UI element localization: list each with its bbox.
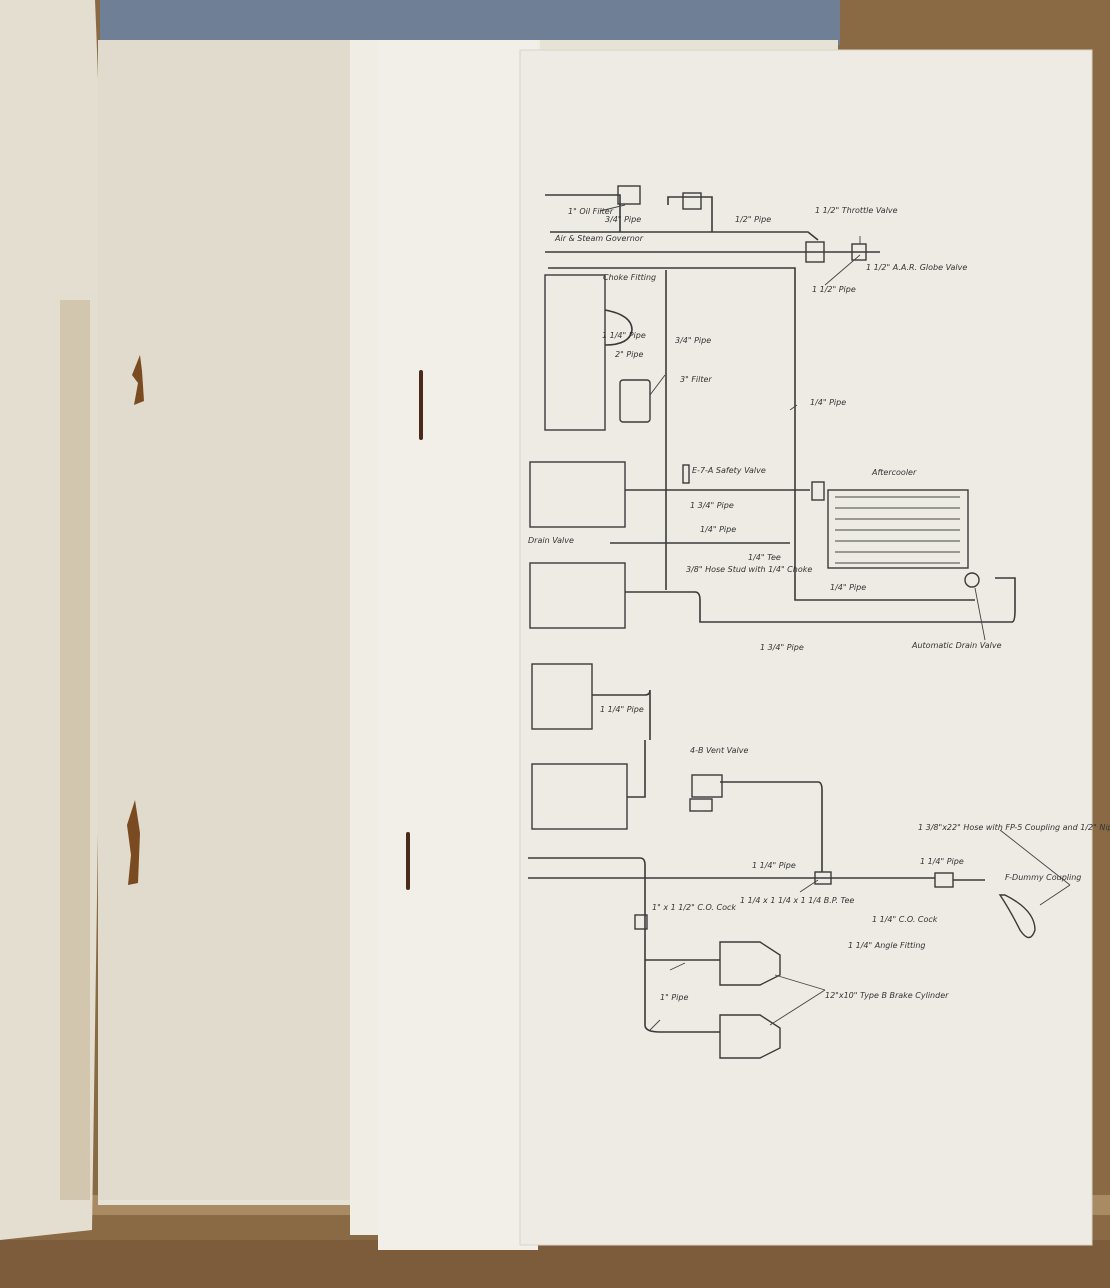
label-pipe: 3/4" Pipe <box>675 336 711 345</box>
automatic-drain-valve-icon <box>964 572 980 588</box>
label-pipe: 1" Pipe <box>660 993 688 1002</box>
aftercooler-inlet <box>811 481 825 501</box>
piping-diagram: 1" Oil Filter 3/4" Pipe 1/2" Pipe 1 1/2"… <box>528 185 1110 1059</box>
label-angle-fitting: 1 1/4" Angle Fitting <box>848 941 926 950</box>
staple-top <box>419 370 423 440</box>
label-automatic-drain-valve: Automatic Drain Valve <box>911 641 1002 650</box>
oil-filter-body <box>617 185 641 205</box>
label-pipe: 1 1/4" Pipe <box>920 857 964 866</box>
label-aftercooler: Aftercooler <box>871 468 917 477</box>
vent-valve-icon <box>691 774 723 798</box>
brake-cylinder-1 <box>719 941 781 986</box>
vent-valve-base <box>689 798 713 812</box>
bottom-wood-edge <box>0 1240 1110 1288</box>
main-reservoir-1 <box>529 461 626 528</box>
label-cut-out-cock: 1 1/4" C.O. Cock <box>872 915 938 924</box>
rust-stain-bottom <box>127 800 140 885</box>
label-bp-tee: 1 1/4 x 1 1/4 x 1 1/4 B.P. Tee <box>740 896 854 905</box>
label-tee: 1/4" Tee <box>748 553 781 562</box>
main-reservoir-2 <box>529 562 626 629</box>
rust-stain-top <box>132 355 144 405</box>
bp-tee-icon <box>814 871 832 885</box>
blue-cover-edge <box>100 0 840 45</box>
label-governor: Air & Steam Governor <box>554 234 644 243</box>
label-hose: 1 3/8"x22" Hose with FP-5 Coupling and 1… <box>918 823 1110 832</box>
label-cut-out-cock: 1" x 1 1/2" C.O. Cock <box>652 903 736 912</box>
label-filter: 3" Filter <box>680 375 712 384</box>
label-safety-valve: E-7-A Safety Valve <box>692 466 766 475</box>
label-vent-valve: 4-B Vent Valve <box>690 746 749 755</box>
small-cut-out-cock-icon <box>634 914 648 930</box>
label-pipe: 1 3/4" Pipe <box>690 501 734 510</box>
label-pipe: 1/4" Pipe <box>700 525 736 534</box>
label-globe-valve: 1 1/2" A.A.R. Globe Valve <box>866 263 967 272</box>
binding-flap <box>98 40 358 1200</box>
safety-valve-icon <box>682 464 690 484</box>
label-pipe: 1/4" Pipe <box>810 398 846 407</box>
leader-lines <box>599 204 1071 1031</box>
label-pipe: 1 1/4" Pipe <box>600 705 644 714</box>
diagram-sheet <box>519 49 1093 1246</box>
label-pipe: 3/4" Pipe <box>605 215 641 224</box>
label-pipe: 1 1/4" Pipe <box>752 861 796 870</box>
globe-valve-icon <box>851 243 867 261</box>
hose-coupling-icon <box>998 894 1036 939</box>
label-pipe: 1 1/4" Pipe <box>602 331 646 340</box>
aftercooler-icon <box>827 489 969 569</box>
label-pipe: 1 1/2" Pipe <box>812 285 856 294</box>
label-pipe: 1/2" Pipe <box>735 215 771 224</box>
label-pipe: 1/4" Pipe <box>830 583 866 592</box>
staple-bottom <box>406 832 410 890</box>
compressor-body <box>544 274 606 431</box>
label-pipe: 2" Pipe <box>615 350 643 359</box>
label-dummy-coupling: F-Dummy Coupling <box>1005 873 1081 882</box>
reservoir-3 <box>531 663 593 730</box>
label-pipe: 1 3/4" Pipe <box>760 643 804 652</box>
filter-3-icon <box>619 379 651 423</box>
label-hose-stud: 3/8" Hose Stud with 1/4" Choke <box>686 565 812 574</box>
brake-cylinder-2 <box>719 1014 781 1059</box>
label-oil-filter: 1" Oil Filter <box>568 207 614 216</box>
page-edge-shadow <box>60 300 90 1200</box>
filter-body <box>682 192 702 210</box>
label-drain-valve: Drain Valve <box>528 536 574 545</box>
aftercooler-tubes <box>835 496 960 564</box>
label-throttle-valve: 1 1/2" Throttle Valve <box>815 206 898 215</box>
label-brake-cylinder: 12"x10" Type B Brake Cylinder <box>825 991 949 1000</box>
booklet-page-inner <box>378 40 538 1250</box>
label-choke-fitting: Choke Fitting <box>603 273 656 282</box>
throttle-valve-icon <box>805 241 825 263</box>
